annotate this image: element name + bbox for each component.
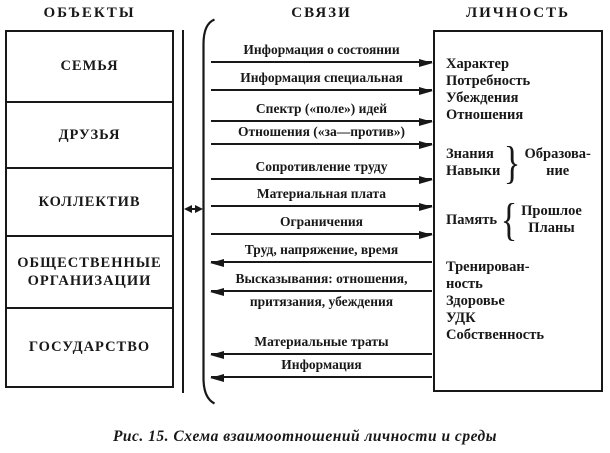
closing-brace-icon: } [504,137,521,188]
link-arrow: Отношения («за—против») [211,124,433,149]
arrowhead-left-icon [210,373,224,382]
link-label: Ограничения [280,214,363,229]
trait-character: Характер [446,56,510,72]
trait-need: Потребность [446,73,531,89]
link-label-line2: притязания, убеждения [249,294,394,309]
arrowhead-left-icon [210,350,224,359]
arrowhead-right-icon [419,58,433,67]
arrowhead-right-icon [419,202,433,211]
memory-group: Память { Прошлое Планы [446,194,597,245]
trait-udk: УДК [446,310,476,326]
links-column-title: СВЯЗИ [291,5,352,21]
education-word-part1: Образова- [524,146,591,162]
link-arrow: Ограничения [211,214,433,239]
arrowhead-left-icon [210,287,224,296]
object-organizations: ОБЩЕСТВЕННЫЕ ОРГАНИЗАЦИИ [7,235,172,307]
arrowhead-left-icon [210,258,224,267]
trait-training-part1: Тренирован- [446,259,530,275]
arrowhead-right-icon [419,230,433,239]
trait-knowledge: Знания [446,146,494,162]
arrowhead-right-icon [419,117,433,126]
link-label: Высказывания: отношения, [235,271,408,286]
object-family: СЕМЬЯ [60,58,119,75]
links-bracket [202,18,216,405]
link-label: Информация специальная [240,70,403,85]
education-word-part2: ние [546,163,570,179]
link-arrow: Материальная плата [211,186,433,211]
trait-relations: Отношения [446,107,524,123]
link-arrow: Информация [210,357,432,382]
link-arrow: Материальные траты [210,334,432,359]
object-friends: ДРУЗЬЯ [7,101,172,167]
memory-past: Прошлое [521,203,582,219]
objects-column-title: ОБЪЕКТЫ [43,5,136,21]
link-label: Информация о состоянии [243,42,400,57]
arrowhead-right-icon [419,175,433,184]
link-label: Материальные траты [254,334,389,349]
link-label: Сопротивление труду [255,159,388,174]
arrowhead-right-icon [419,86,433,95]
trait-skills: Навыки [446,163,501,179]
personality-column-title: ЛИЧНОСТЬ [465,5,571,21]
object-collective: КОЛЛЕКТИВ [7,167,172,235]
objects-box: СЕМЬЯ ДРУЗЬЯ КОЛЛЕКТИВ ОБЩЕСТВЕННЫЕ ОРГА… [5,30,174,388]
link-arrow: Спектр («поле») идей [211,101,433,126]
arrowhead-right-icon [419,140,433,149]
link-arrow: Информация о состоянии [211,42,433,67]
link-label: Материальная плата [256,186,387,201]
bidirectional-arrow-icon [184,205,203,213]
education-group: Знания Навыки } Образова- ние [446,137,597,188]
opening-brace-icon: { [500,194,518,245]
link-label: Спектр («поле») идей [255,101,388,116]
trait-beliefs: Убеждения [446,90,519,106]
link-label: Информация [281,357,362,372]
link-arrow: Высказывания: отношения, притязания, убе… [210,271,432,309]
trait-health: Здоровье [446,293,505,309]
trait-property: Собственность [446,327,544,343]
objects-links-connector [182,18,216,405]
memory-plans: Планы [528,220,575,236]
link-label: Отношения («за—против») [237,124,405,139]
object-state: ГОСУДАРСТВО [7,307,172,386]
link-arrow: Информация специальная [211,70,433,95]
personality-box: Характер Потребность Убеждения Отношения… [433,30,603,392]
link-label: Труд, напряжение, время [244,242,399,257]
trait-training-part2: ность [446,276,483,292]
traits-bottom: Тренирован- ность Здоровье УДК Собственн… [446,259,597,344]
link-arrow: Труд, напряжение, время [210,242,432,267]
link-arrow: Сопротивление труду [211,159,433,184]
trait-memory: Память [446,211,498,228]
figure-caption: Рис. 15. Схема взаимоотношений личности … [112,428,498,445]
